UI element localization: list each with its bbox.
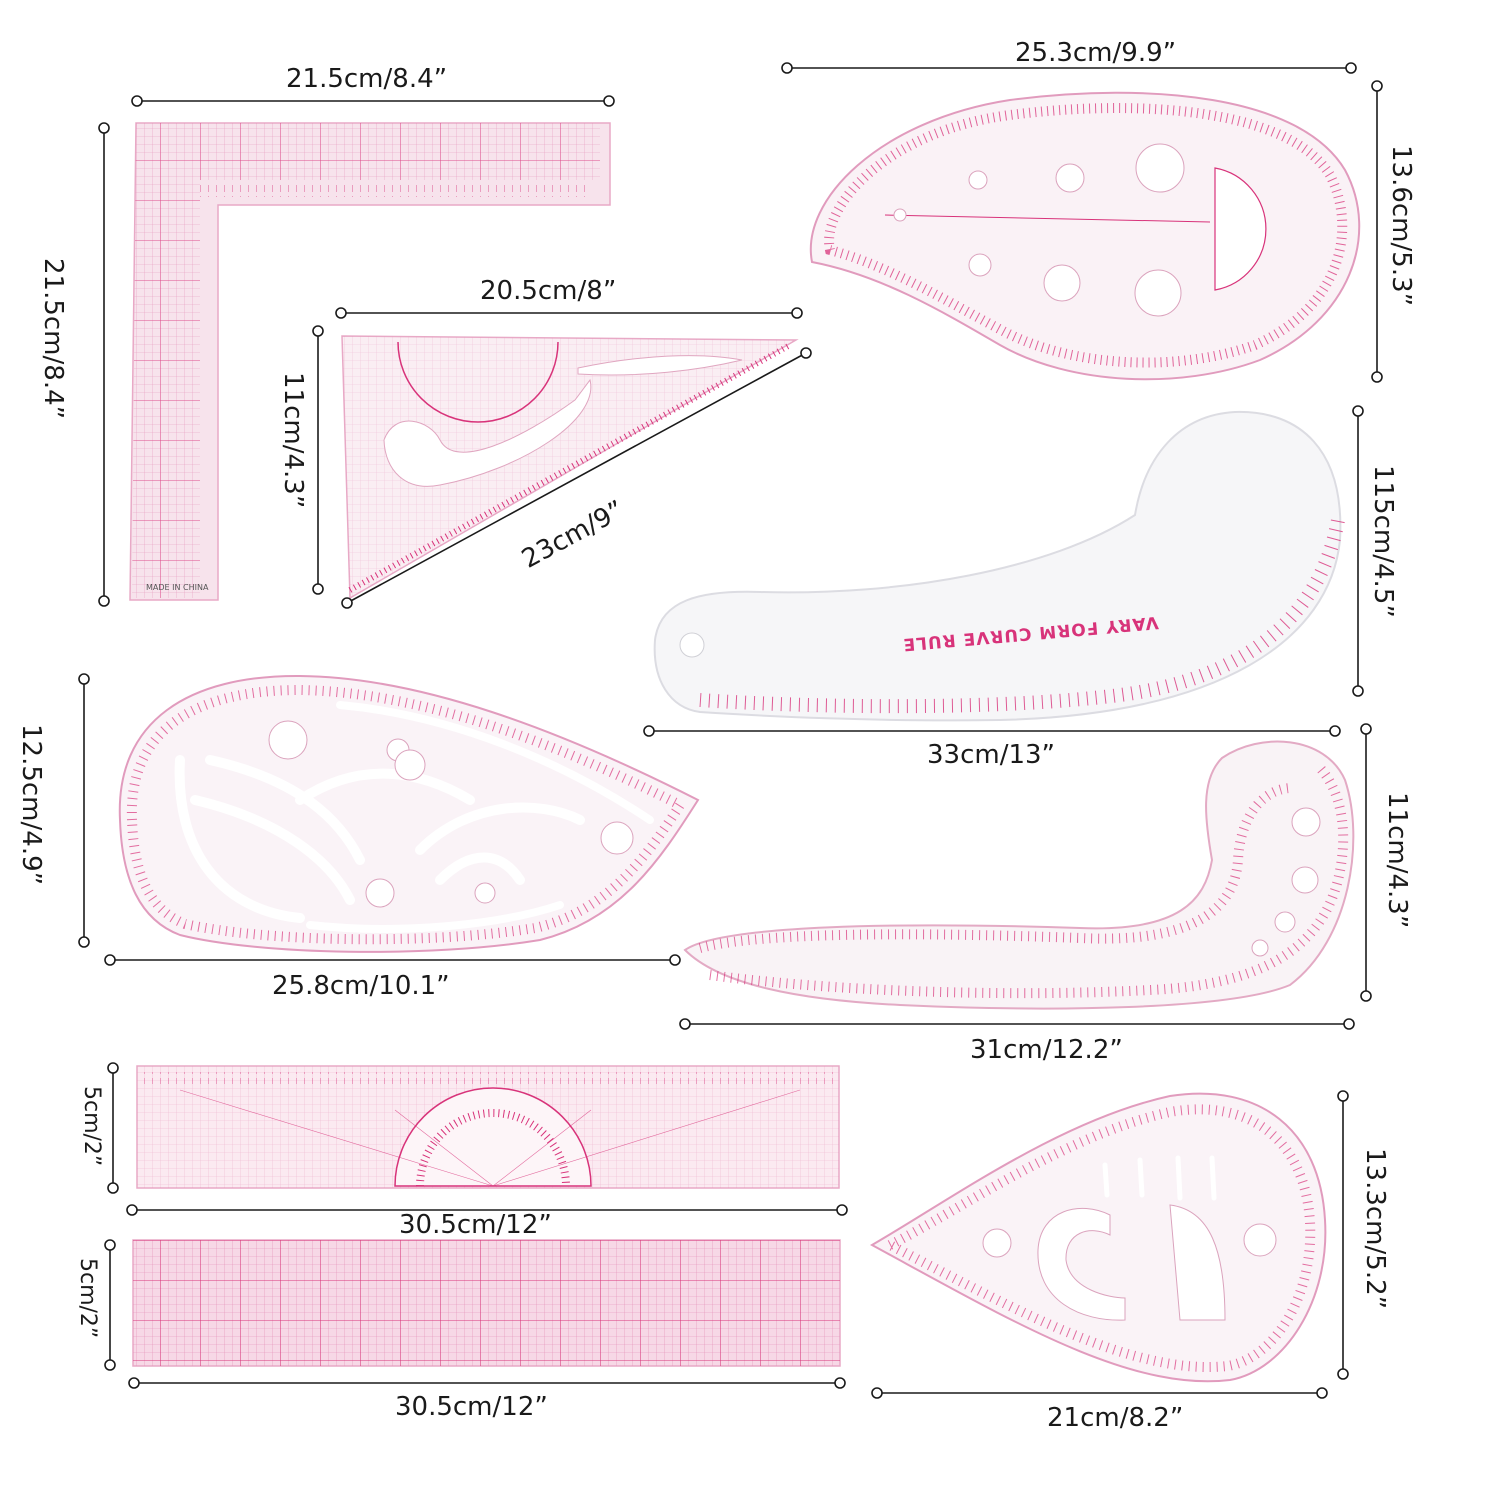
dim-hip-curve-width: 31cm/12.2” [970, 1035, 1123, 1065]
triangle-ruler [341, 335, 799, 600]
dim-french-curve-height: 13.6cm/5.3” [1386, 145, 1416, 307]
dim-vary-form-height: 115cm/4.5” [1368, 465, 1398, 618]
dim-grid-ruler-width: 30.5cm/12” [395, 1392, 548, 1422]
teardrop-curve [118, 674, 700, 953]
dimension-lines [78, 62, 1383, 1399]
dim-french-curve-width: 25.3cm/9.9” [1015, 38, 1177, 68]
dim-teardrop-height: 12.5cm/4.9” [16, 724, 46, 886]
dim-vary-form-width: 33cm/13” [927, 740, 1056, 770]
vary-form-curve-rule: VARY FORM CURVE RULE [653, 410, 1345, 722]
dim-small-drop-height: 13.3cm/5.2” [1360, 1148, 1390, 1310]
protractor-ruler [136, 1065, 840, 1189]
dim-teardrop-width: 25.8cm/10.1” [272, 971, 450, 1001]
made-in-text: MADE IN CHINA [146, 583, 209, 592]
dim-l-square-width: 21.5cm/8.4” [286, 64, 448, 94]
dim-hip-curve-height: 11cm/4.3” [1382, 792, 1412, 929]
dim-triangle-top: 20.5cm/8” [480, 276, 617, 306]
dim-l-square-height: 21.5cm/8.4” [38, 258, 68, 420]
dim-protractor-ruler-height: 5cm/2” [79, 1086, 104, 1167]
dim-grid-ruler-height: 5cm/2” [75, 1258, 100, 1339]
small-drop-curve [869, 1092, 1327, 1383]
hip-curve [683, 740, 1355, 1010]
dim-protractor-ruler-width: 30.5cm/12” [399, 1210, 552, 1240]
dim-small-drop-width: 21cm/8.2” [1047, 1403, 1184, 1433]
french-curve-large [809, 91, 1361, 381]
dim-triangle-height: 11cm/4.3” [278, 372, 308, 509]
l-square-ruler: MADE IN CHINA [129, 122, 611, 601]
grid-ruler [132, 1239, 841, 1367]
